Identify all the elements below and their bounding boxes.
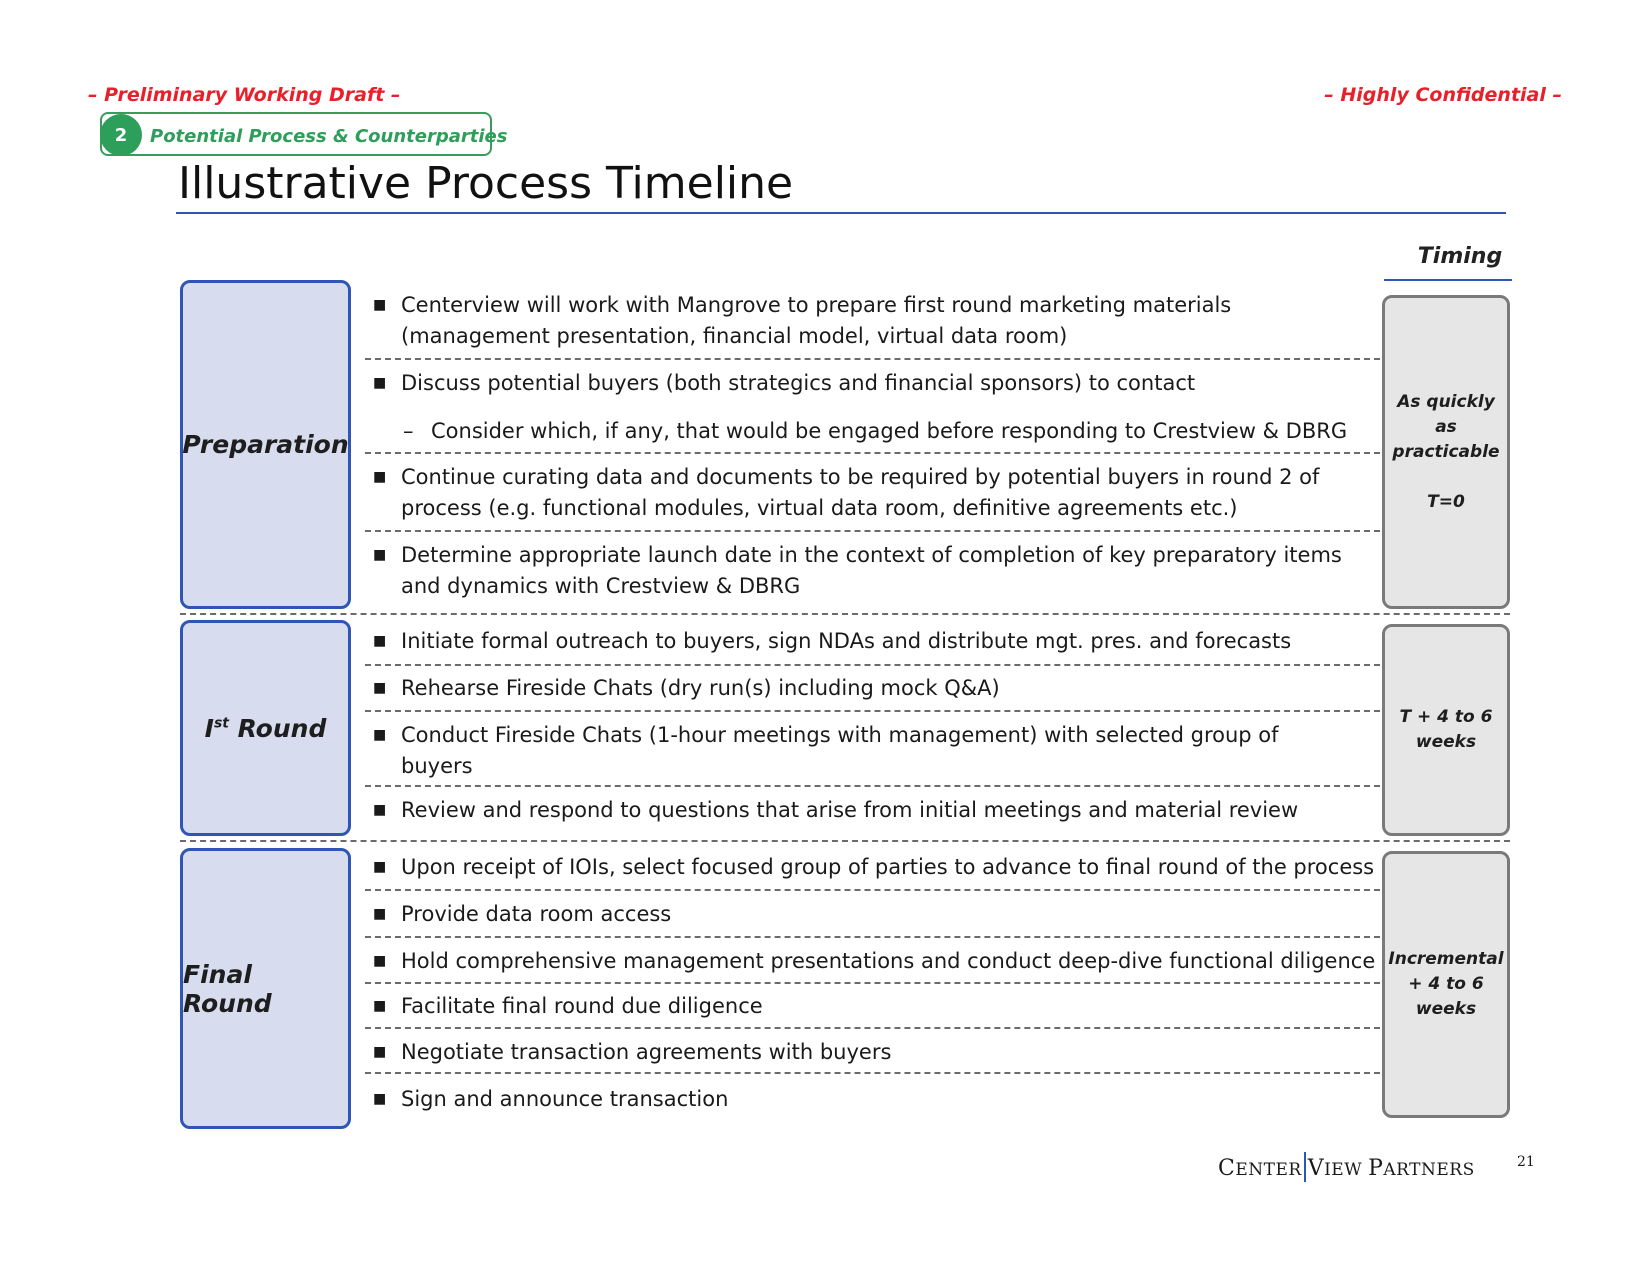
list-item: ■ Provide data room access: [365, 899, 1377, 930]
bullet-icon: ■: [373, 633, 387, 649]
section-number-badge: 2: [100, 114, 142, 156]
list-subitem: – Consider which, if any, that would be …: [365, 416, 1377, 447]
page-title: Illustrative Process Timeline: [178, 158, 794, 209]
row-divider: [365, 530, 1380, 532]
bullet-icon: ■: [373, 547, 387, 563]
timing-final-round: Incremental + 4 to 6 weeks: [1382, 851, 1510, 1118]
phase-first-round: Ist Round: [180, 620, 351, 836]
bullet-icon: ■: [373, 953, 387, 969]
list-item: ■ Conduct Fireside Chats (1-hour meeting…: [365, 720, 1377, 782]
title-divider: [176, 212, 1506, 214]
row-divider: [365, 710, 1380, 712]
phase-preparation-label: Preparation: [182, 430, 349, 459]
row-divider: [365, 664, 1380, 666]
page-number: 21: [1517, 1154, 1535, 1170]
timing-first-round: T + 4 to 6 weeks: [1382, 624, 1510, 836]
list-item: ■ Negotiate transaction agreements with …: [365, 1037, 1377, 1068]
section-label: Potential Process & Counterparties: [150, 126, 508, 147]
list-item: ■ Facilitate final round due diligence: [365, 991, 1377, 1022]
list-item: ■ Review and respond to questions that a…: [365, 795, 1377, 826]
bullet-icon: ■: [373, 859, 387, 875]
phase-final-round: Final Round: [180, 848, 351, 1129]
timing-preparation: As quickly as practicable T=0: [1382, 295, 1510, 609]
list-item: ■ Continue curating data and documents t…: [365, 462, 1377, 524]
draft-label: – Preliminary Working Draft –: [88, 84, 401, 106]
bullet-icon: ■: [373, 1044, 387, 1060]
list-item: ■ Discuss potential buyers (both strateg…: [365, 368, 1377, 399]
list-item: ■ Sign and announce transaction: [365, 1084, 1377, 1115]
phase-final-round-label: Final Round: [183, 959, 272, 1018]
dash-bullet-icon: –: [403, 419, 414, 443]
row-divider: [365, 452, 1380, 454]
phase-preparation: Preparation: [180, 280, 351, 609]
bullet-icon: ■: [373, 680, 387, 696]
row-divider: [365, 1072, 1380, 1074]
confidential-label: – Highly Confidential –: [1324, 84, 1562, 106]
list-item: ■ Hold comprehensive management presenta…: [365, 946, 1377, 977]
bullet-icon: ■: [373, 906, 387, 922]
timing-header: Timing: [1417, 244, 1503, 269]
bullet-icon: ■: [373, 727, 387, 743]
phase-first-round-label: Ist Round: [204, 713, 327, 743]
bullet-icon: ■: [373, 998, 387, 1014]
list-item: ■ Rehearse Fireside Chats (dry run(s) in…: [365, 673, 1377, 704]
list-item: ■ Determine appropriate launch date in t…: [365, 540, 1377, 602]
bullet-icon: ■: [373, 802, 387, 818]
list-item: ■ Initiate formal outreach to buyers, si…: [365, 626, 1377, 657]
section-divider: [180, 840, 1510, 842]
row-divider: [365, 358, 1380, 360]
row-divider: [365, 936, 1380, 938]
bullet-icon: ■: [373, 297, 387, 313]
row-divider: [365, 1027, 1380, 1029]
timing-header-underline: [1384, 279, 1512, 281]
list-item: ■ Upon receipt of IOIs, select focused g…: [365, 852, 1377, 883]
row-divider: [365, 982, 1380, 984]
bullet-icon: ■: [373, 375, 387, 391]
row-divider: [365, 889, 1380, 891]
bullet-icon: ■: [373, 1091, 387, 1107]
section-divider: [180, 613, 1510, 615]
row-divider: [365, 785, 1380, 787]
bullet-icon: ■: [373, 469, 387, 485]
list-item: ■ Centerview will work with Mangrove to …: [365, 290, 1377, 352]
